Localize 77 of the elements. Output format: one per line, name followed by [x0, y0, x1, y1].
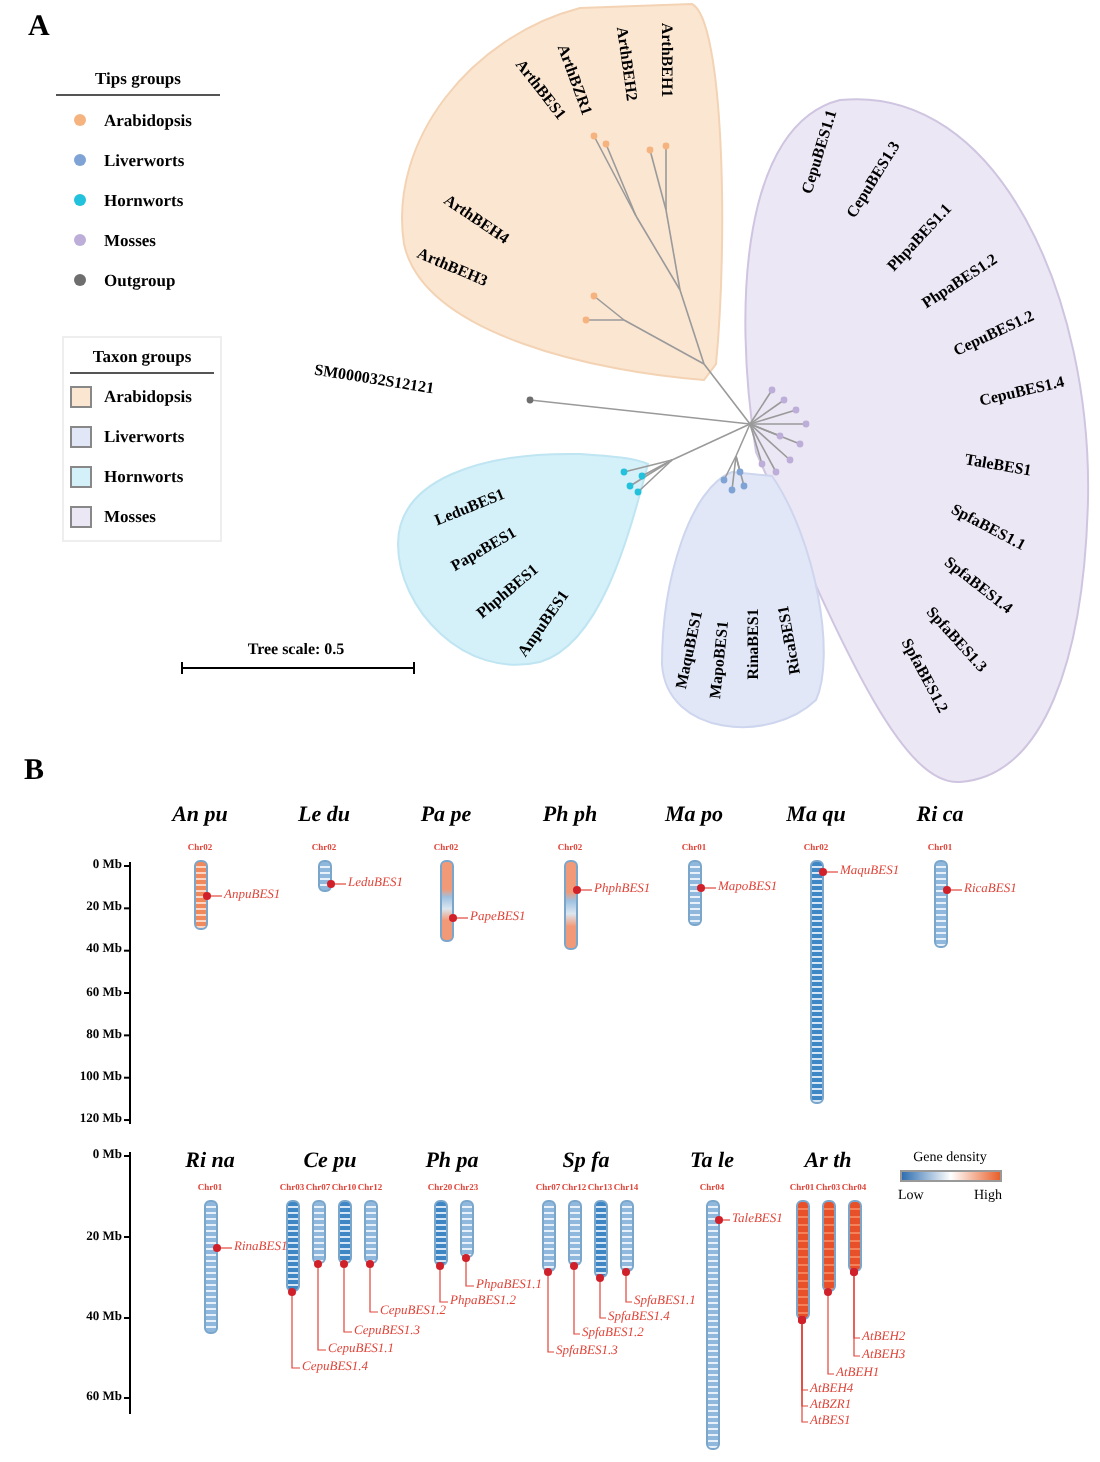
- leader-line: [327, 880, 347, 888]
- chromosome-bar: [809, 860, 823, 1104]
- species-label: Ph ph: [542, 805, 598, 827]
- legend-title: Tips groups: [56, 66, 220, 96]
- species-label: Ta le: [690, 1151, 734, 1173]
- chromosome-bar: [795, 1200, 809, 1320]
- leader-line: [366, 1260, 379, 1313]
- leader-line: [544, 1268, 555, 1353]
- chromosome-bar: [459, 1200, 473, 1258]
- species-label: An pu: [172, 805, 228, 827]
- chromosome-bar: [619, 1200, 633, 1272]
- species-label: Pa pe: [420, 805, 472, 827]
- tip-label: ArthBEH2: [612, 25, 640, 103]
- leader-line: [622, 1268, 633, 1303]
- species-label: Ri na: [185, 1151, 235, 1173]
- leader-line: [449, 914, 469, 922]
- chromosome-bar: [439, 860, 453, 942]
- legend-label: Hornworts: [104, 464, 184, 491]
- leader-line: [943, 886, 963, 894]
- chromosome-bar: [593, 1200, 607, 1278]
- species-label: Ma po: [664, 805, 724, 827]
- tip-label: MaquBES1: [673, 609, 707, 691]
- species-label: Ce pu: [303, 1151, 357, 1173]
- panel-label: B: [24, 757, 45, 787]
- species-label: Ma qu: [786, 805, 846, 827]
- species-label: Ar th: [804, 1151, 852, 1173]
- leader-line: [288, 1288, 301, 1369]
- tip-label: TaleBES1: [963, 452, 1033, 480]
- species-label: Le du: [298, 805, 350, 827]
- chromosome-bar: [433, 1200, 447, 1266]
- leader-line: [697, 884, 717, 892]
- leader-line: [314, 1260, 327, 1351]
- leader-line: [850, 1268, 861, 1357]
- legend-label: Arabidopsis: [104, 384, 192, 411]
- leader-line: [340, 1260, 353, 1333]
- legend-label: Arabidopsis: [104, 107, 192, 134]
- leader-line: [462, 1254, 475, 1287]
- legend-label: Liverworts: [104, 424, 185, 451]
- chromosome-bar: [541, 1200, 555, 1272]
- chromosome-bar: [193, 860, 207, 930]
- leader-line: [436, 1262, 449, 1303]
- chromosome-bar: [363, 1200, 377, 1264]
- chromosome-bar: [317, 860, 331, 892]
- chromosome-bar: [847, 1200, 861, 1272]
- chromosome-bar: [705, 1200, 719, 1450]
- chromosome-bar: [933, 860, 947, 948]
- legend-title: Taxon groups: [70, 344, 214, 374]
- chromosome-bar: [821, 1200, 835, 1292]
- chromosome-bar: [203, 1200, 217, 1334]
- tip-label: ArthBEH1: [658, 22, 674, 98]
- panel-label: A: [28, 13, 50, 43]
- legend-label: Liverworts: [104, 147, 185, 174]
- tip-label: RinaBES1: [746, 608, 762, 680]
- leader-line: [824, 1288, 835, 1375]
- legend-label: Mosses: [104, 227, 156, 254]
- species-label: Ri ca: [916, 805, 964, 827]
- chromosome-bar: [563, 860, 577, 950]
- tip-label: RicaBES1: [776, 604, 804, 676]
- chromosome-bar: [311, 1200, 325, 1264]
- leader-line: [573, 886, 593, 894]
- species-label: Sp fa: [562, 1151, 610, 1173]
- leader-line: [715, 1216, 731, 1224]
- tip-label: MapoBES1: [707, 620, 733, 700]
- chromosome-bar: [285, 1200, 299, 1292]
- scale-label: Tree scale: 0.5: [247, 642, 345, 658]
- legend-label: Outgroup: [104, 267, 176, 294]
- chromosome-bar: [567, 1200, 581, 1266]
- leader-line: [203, 892, 223, 900]
- leader-line: [819, 868, 839, 876]
- leader-line: [570, 1262, 581, 1335]
- leader-line: [213, 1244, 233, 1252]
- leader-line: [596, 1274, 607, 1319]
- species-label: Ph pa: [425, 1151, 479, 1173]
- legend-label: Mosses: [104, 504, 156, 531]
- legend-label: Hornworts: [104, 187, 184, 214]
- chromosome-bar: [687, 860, 701, 926]
- chromosome-bar: [337, 1200, 351, 1264]
